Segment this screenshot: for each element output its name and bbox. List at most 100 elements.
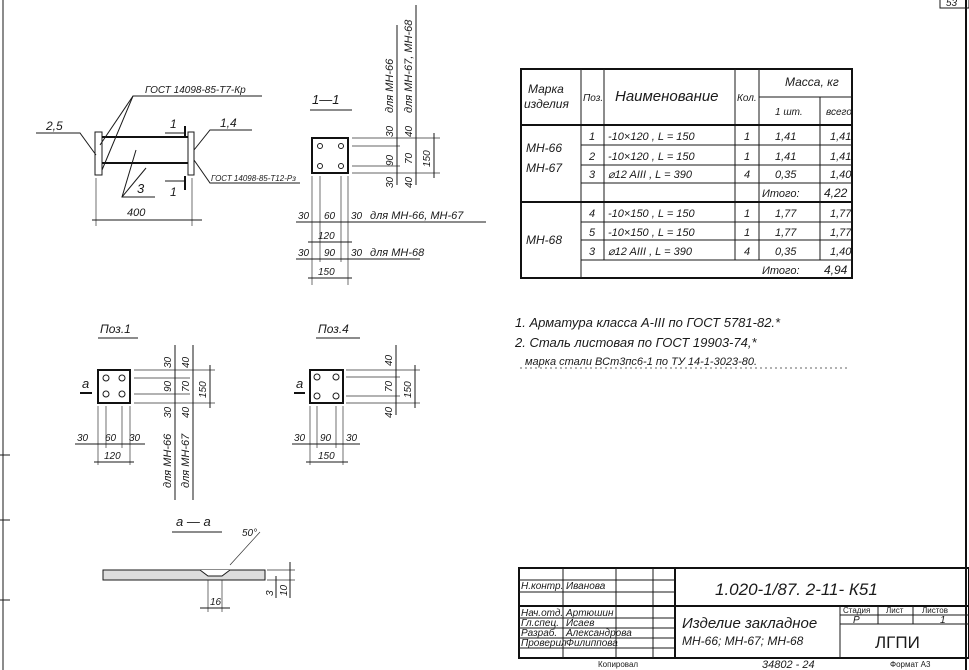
vertical-label: для МН-66 bbox=[162, 433, 174, 488]
row-qty: 4 bbox=[744, 169, 750, 181]
dim: 40 bbox=[384, 406, 395, 418]
row-name: -10×120 , L = 150 bbox=[608, 131, 696, 143]
signature-name: Исаев bbox=[566, 618, 595, 629]
width-dim: 16 bbox=[210, 597, 222, 608]
subtotal-label: Итого: bbox=[762, 265, 800, 277]
dim: 30 bbox=[163, 356, 174, 368]
row-qty: 1 bbox=[744, 131, 750, 143]
dim-total: 150 bbox=[318, 267, 335, 278]
dim-total: 120 bbox=[104, 451, 121, 462]
row-mass-unit: 1,41 bbox=[775, 151, 796, 163]
row-mass-total: 1,77 bbox=[830, 208, 852, 220]
dim: 90 bbox=[320, 433, 332, 444]
row-mass-total: 1,77 bbox=[830, 227, 852, 239]
dim: 30 bbox=[346, 433, 358, 444]
dim: 90 bbox=[324, 248, 336, 259]
main-view: 2,5 1,4 ГОСТ 14098-85-Т7-Кр ГОСТ 14098-8… bbox=[36, 85, 300, 226]
dim: 30 bbox=[77, 433, 89, 444]
dim: 30 bbox=[294, 433, 306, 444]
header-mass-unit: 1 шт. bbox=[775, 107, 803, 118]
dim: 40 bbox=[384, 354, 395, 366]
weld-label-top: ГОСТ 14098-85-Т7-Кр bbox=[145, 85, 246, 96]
signature-role: Проверил bbox=[521, 638, 567, 649]
specification-table: Марка изделия Поз. Наименование Кол. Мас… bbox=[520, 68, 853, 279]
pos4-detail: Поз.4 а 40 70 40 150 30 90 30 150 bbox=[292, 322, 420, 465]
header-mass-total: всего bbox=[826, 107, 852, 118]
signature-name: Артюшин bbox=[565, 608, 614, 619]
section-mark-bottom: 1 bbox=[170, 185, 177, 199]
dim: 30 bbox=[351, 248, 363, 259]
row-label: для МН-66, МН-67 bbox=[370, 210, 464, 222]
signature-role: Нач.отд. bbox=[521, 608, 563, 619]
dim: 70 bbox=[404, 152, 415, 164]
row-name: -10×150 , L = 150 bbox=[608, 227, 696, 239]
subtotal-value: 4,94 bbox=[824, 263, 848, 277]
dim: 70 bbox=[384, 380, 395, 392]
signature-role: Гл.спец. bbox=[521, 618, 559, 629]
row-mass-unit: 1,41 bbox=[775, 131, 796, 143]
sheets-label: Листов bbox=[922, 606, 948, 615]
dim: 30 bbox=[163, 406, 174, 418]
row-name: -10×120 , L = 150 bbox=[608, 151, 696, 163]
stage-value: Р bbox=[853, 615, 860, 626]
row-mass-unit: 0,35 bbox=[775, 246, 797, 258]
row-mass-unit: 1,77 bbox=[775, 208, 797, 220]
section-title: а — а bbox=[176, 514, 211, 529]
row-pos: 1 bbox=[589, 131, 595, 143]
dim: 40 bbox=[181, 406, 192, 418]
vertical-label: для МН-66 bbox=[384, 58, 396, 113]
dim: 30 bbox=[351, 211, 363, 222]
dim: 40 bbox=[404, 176, 415, 188]
dim: 30 bbox=[129, 433, 141, 444]
signature-name: Филиппова bbox=[566, 638, 618, 649]
sheet-label: Лист bbox=[886, 606, 904, 615]
detail-title: Поз.4 bbox=[318, 322, 349, 336]
organization: ЛГПИ bbox=[875, 633, 920, 652]
product-mark: МН-66 bbox=[526, 141, 562, 155]
dim-total: 120 bbox=[318, 231, 335, 242]
vertical-label: для МН-67, МН-68 bbox=[403, 19, 415, 113]
row-pos: 2 bbox=[588, 151, 595, 163]
row-qty: 1 bbox=[744, 151, 750, 163]
row-mass-total: 1,41 bbox=[830, 151, 851, 163]
dim: 30 bbox=[298, 248, 310, 259]
header-mark: изделия bbox=[524, 97, 569, 111]
drawing-designation: 1.020-1/87. 2-11- К51 bbox=[715, 580, 878, 599]
row-qty: 1 bbox=[744, 227, 750, 239]
signature-role: Н.контр. bbox=[521, 581, 563, 592]
signature-name: Александрова bbox=[565, 628, 632, 639]
dim: 60 bbox=[105, 433, 117, 444]
row-mass-unit: 1,77 bbox=[775, 227, 797, 239]
cut-mark: а bbox=[296, 376, 303, 391]
row-name: ⌀12 AIII , L = 390 bbox=[608, 169, 693, 181]
title-block: 1.020-1/87. 2-11- К51 Изделие закладное … bbox=[518, 567, 969, 670]
row-label: для МН-68 bbox=[370, 247, 425, 259]
signature-role: Разраб. bbox=[521, 627, 557, 639]
detail-title: Поз.1 bbox=[100, 322, 131, 336]
row-mass-total: 1,40 bbox=[830, 169, 852, 181]
dim-total: 150 bbox=[403, 381, 414, 398]
section-mark-top: 1 bbox=[170, 117, 177, 131]
row-pos: 5 bbox=[589, 227, 596, 239]
leader-label-left: 2,5 bbox=[45, 119, 63, 133]
header-mass: Масса, кг bbox=[785, 75, 839, 89]
dim: 30 bbox=[385, 125, 396, 137]
row-pos: 3 bbox=[589, 169, 596, 181]
sheet-number: 53 bbox=[946, 0, 958, 9]
note-1: 1. Арматура класса A-III по ГОСТ 5781-82… bbox=[515, 315, 781, 330]
dim: 70 bbox=[181, 380, 192, 392]
dim-total: 150 bbox=[198, 381, 209, 398]
header-qty: Кол. bbox=[737, 93, 757, 104]
gap-dim: 3 bbox=[265, 590, 276, 596]
row-pos: 3 bbox=[589, 246, 596, 258]
subtotal-label: Итого: bbox=[762, 188, 800, 200]
signature-rows: Н.контр.ИвановаНач.отд.АртюшинГл.спец.Ис… bbox=[521, 581, 632, 649]
length-dimension: 400 bbox=[127, 207, 146, 219]
dim-total: 150 bbox=[422, 150, 433, 167]
header-mark: Марка bbox=[528, 82, 564, 96]
section-1-1: 1—1 30 90 30 40 70 40 150 для МН-66 для … bbox=[296, 5, 486, 285]
product-mark: МН-68 bbox=[526, 233, 562, 247]
